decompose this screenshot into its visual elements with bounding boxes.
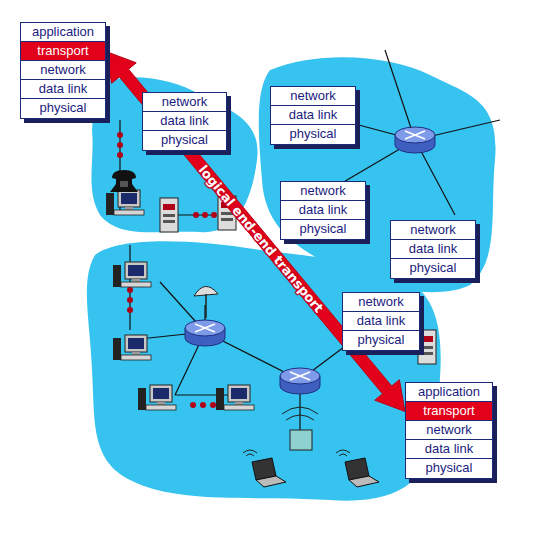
router-symbol xyxy=(395,127,435,153)
layer-label: data link xyxy=(143,112,226,131)
layer-label: data link xyxy=(343,312,419,331)
protocol-stack: networkdata linkphysical xyxy=(342,292,420,351)
layer-label: data link xyxy=(21,80,105,99)
protocol-stack: applicationtransportnetworkdata linkphys… xyxy=(20,22,106,119)
router-symbol xyxy=(185,320,225,346)
satellite-dish xyxy=(194,286,218,318)
protocol-stack: applicationtransportnetworkdata linkphys… xyxy=(405,382,493,479)
router-symbol xyxy=(280,368,320,394)
layer-label: physical xyxy=(21,99,105,118)
computer-symbol xyxy=(138,385,176,410)
server-symbol xyxy=(418,330,436,364)
access-point xyxy=(282,407,318,450)
protocol-stack: networkdata linkphysical xyxy=(142,92,227,151)
layer-label: data link xyxy=(281,201,365,220)
layer-label: physical xyxy=(143,131,226,150)
layer-label: network xyxy=(406,421,492,440)
protocol-stack: networkdata linkphysical xyxy=(390,220,476,279)
layer-label: network xyxy=(281,182,365,201)
laptop-symbol xyxy=(243,450,286,487)
layer-label: physical xyxy=(281,220,365,239)
layer-label: network xyxy=(391,221,475,240)
layer-label: network xyxy=(343,293,419,312)
computer-symbol xyxy=(113,335,151,360)
layer-label: application xyxy=(21,23,105,42)
layer-label: data link xyxy=(406,440,492,459)
layer-label: transport xyxy=(406,402,492,421)
layer-label: application xyxy=(406,383,492,402)
laptop-symbol xyxy=(336,450,379,487)
phone-symbol xyxy=(110,170,138,192)
layer-label: network xyxy=(143,93,226,112)
layer-label: physical xyxy=(271,125,355,144)
layer-label: transport xyxy=(21,42,105,61)
protocol-stack: networkdata linkphysical xyxy=(270,86,356,145)
server-symbol xyxy=(160,198,178,232)
computer-symbol xyxy=(216,385,254,410)
protocol-stack: networkdata linkphysical xyxy=(280,181,366,240)
layer-label: data link xyxy=(391,240,475,259)
layer-label: physical xyxy=(406,459,492,478)
layer-label: physical xyxy=(391,259,475,278)
computer-symbol xyxy=(113,262,151,287)
computer-symbol xyxy=(106,190,144,215)
transport-arrow xyxy=(106,52,405,412)
layer-label: data link xyxy=(271,106,355,125)
network-cloud xyxy=(87,241,441,500)
layer-label: physical xyxy=(343,331,419,350)
layer-label: network xyxy=(21,61,105,80)
network-links xyxy=(120,50,500,430)
layer-label: network xyxy=(271,87,355,106)
